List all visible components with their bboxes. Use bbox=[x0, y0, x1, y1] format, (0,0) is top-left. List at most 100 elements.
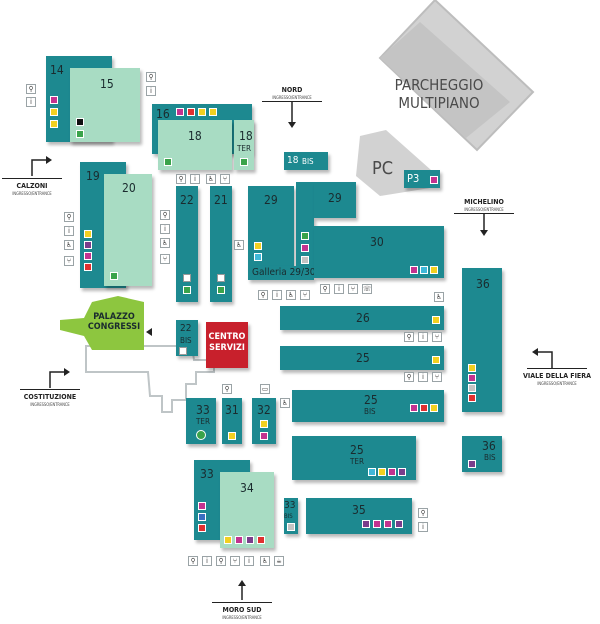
palazzo-line1: PALAZZO bbox=[93, 312, 135, 322]
hall-36-bis-suffix: BIS bbox=[484, 453, 496, 462]
info-icon: i bbox=[418, 332, 428, 342]
wc-icon: ⚲ bbox=[160, 210, 170, 220]
hall-30[interactable]: 30 bbox=[314, 226, 444, 278]
hall-18-ter-number: 18 bbox=[239, 129, 253, 143]
wc-icon: ⚲ bbox=[188, 556, 198, 566]
hall-35[interactable]: 35 bbox=[306, 498, 412, 534]
color-square bbox=[430, 404, 438, 412]
arrow-moro-sud bbox=[238, 580, 246, 600]
hall-25-bis-suffix: BIS bbox=[364, 407, 376, 416]
color-square bbox=[430, 176, 438, 184]
color-square bbox=[378, 468, 386, 476]
galleria-29-30[interactable]: Galleria 29/30 bbox=[248, 266, 316, 280]
entrance-nord-sub: INGRESSO/ENTRANCE bbox=[272, 95, 312, 100]
info-icon: i bbox=[202, 556, 212, 566]
hall-26-label: 26 bbox=[356, 311, 370, 325]
hall-32[interactable]: 32 bbox=[252, 398, 276, 444]
hall-25-label: 25 bbox=[356, 351, 370, 365]
hall-33-ter[interactable]: 33 TER bbox=[186, 398, 216, 444]
hall-33-label: 33 bbox=[200, 467, 214, 481]
entrance-michelino-name: MICHELINO bbox=[464, 198, 504, 206]
hall-36[interactable]: 36 bbox=[462, 268, 502, 412]
restaurant-icon: ⑂ bbox=[64, 256, 74, 266]
centro-label: CENTRO SERVIZI bbox=[206, 332, 248, 354]
entrance-calzoni-underline bbox=[2, 178, 62, 179]
hall-18-bis[interactable]: 18 BIS bbox=[284, 152, 328, 170]
hall-18-ter[interactable]: 18 TER bbox=[234, 120, 254, 170]
hall-29-east[interactable]: 29 bbox=[314, 182, 356, 218]
color-square bbox=[395, 520, 403, 528]
hall-18-bis-suffix: BIS bbox=[302, 157, 314, 166]
wc-icon: ⚲ bbox=[176, 174, 186, 184]
color-square bbox=[432, 356, 440, 364]
color-square bbox=[84, 263, 92, 271]
hall-22[interactable]: 22 bbox=[176, 186, 198, 302]
entrance-costituzione-name: COSTITUZIONE bbox=[23, 393, 77, 401]
restaurant-icon: ⑂ bbox=[432, 332, 442, 342]
entrance-moro-sud-underline bbox=[212, 602, 272, 603]
parking-title-line2: MULTIPIANO bbox=[398, 94, 480, 112]
hall-18-label: 18 bbox=[188, 129, 202, 143]
parking-p3[interactable]: P3 bbox=[404, 170, 440, 188]
wc-icon: ⚲ bbox=[26, 84, 36, 94]
hall-25-ter-number: 25 bbox=[350, 443, 364, 457]
wc-icon: ⚲ bbox=[216, 556, 226, 566]
color-square bbox=[84, 241, 92, 249]
info-icon: i bbox=[26, 97, 36, 107]
info-icon: i bbox=[418, 372, 428, 382]
cafe-icon: ☕ bbox=[274, 556, 284, 566]
hall-21[interactable]: 21 bbox=[210, 186, 232, 302]
hall-33-ter-suffix: TER bbox=[196, 417, 210, 426]
hall-25[interactable]: 25 bbox=[280, 346, 444, 370]
wc-icon: ⚲ bbox=[418, 508, 428, 518]
color-square bbox=[198, 524, 206, 532]
wheelchair-icon: ♿ bbox=[286, 290, 296, 300]
entrance-michelino-sub: INGRESSO/ENTRANCE bbox=[464, 207, 504, 212]
centro-line2: SERVIZI bbox=[209, 343, 245, 353]
wheelchair-icon: ♿ bbox=[206, 174, 216, 184]
color-square bbox=[246, 536, 254, 544]
wheelchair-icon: ♿ bbox=[260, 556, 270, 566]
hall-25-bis[interactable]: 25 BIS bbox=[292, 390, 444, 422]
color-square bbox=[217, 274, 225, 282]
color-square bbox=[468, 374, 476, 382]
hall-22-bis[interactable]: 22 BIS bbox=[176, 320, 198, 356]
centro-servizi[interactable]: CENTRO SERVIZI bbox=[206, 322, 248, 368]
entrance-moro-sud-sub: INGRESSO/ENTRANCE bbox=[222, 615, 262, 620]
hall-31[interactable]: 31 bbox=[222, 398, 242, 444]
hall-29-east-label: 29 bbox=[328, 191, 342, 205]
centro-line1: CENTRO bbox=[208, 332, 246, 342]
phone-icon: ☏ bbox=[362, 284, 372, 294]
arrow-nord bbox=[288, 102, 296, 128]
hall-33-bis-suffix: BIS bbox=[284, 513, 293, 520]
arrow-viale-fiera bbox=[532, 348, 553, 368]
color-square bbox=[235, 536, 243, 544]
entrance-costituzione-sub: INGRESSO/ENTRANCE bbox=[30, 402, 70, 407]
hall-33-bis[interactable]: 33 BIS bbox=[284, 498, 298, 534]
hall-22-label: 22 bbox=[180, 193, 194, 207]
hall-29-connector[interactable] bbox=[296, 182, 314, 268]
color-square bbox=[301, 256, 309, 264]
entrance-costituzione-underline bbox=[20, 389, 80, 390]
hall-36-bis[interactable]: 36 BIS bbox=[462, 436, 502, 472]
hall-20[interactable]: 20 bbox=[104, 174, 152, 286]
color-square bbox=[301, 232, 309, 240]
parking-pc-label: PC bbox=[372, 158, 394, 179]
hall-26[interactable]: 26 bbox=[280, 306, 444, 330]
hall-25-ter[interactable]: 25 TER bbox=[292, 436, 416, 480]
atm-icon: ▭ bbox=[260, 384, 270, 394]
restaurant-icon: ⑂ bbox=[160, 254, 170, 264]
color-square bbox=[50, 120, 58, 128]
hall-18-bis-number: 18 bbox=[287, 155, 299, 166]
hall-15[interactable]: 15 bbox=[70, 68, 140, 142]
hall-29-west-label: 29 bbox=[264, 193, 278, 207]
hall-22-bis-number: 22 bbox=[180, 323, 192, 334]
hall-29-west[interactable]: 29 bbox=[248, 186, 294, 268]
hall-18[interactable]: 18 bbox=[158, 120, 232, 170]
color-square bbox=[224, 536, 232, 544]
hall-34[interactable]: 34 bbox=[220, 472, 274, 548]
color-square bbox=[362, 520, 370, 528]
entrance-nord-underline bbox=[262, 101, 322, 102]
p3-label: P3 bbox=[407, 172, 420, 185]
